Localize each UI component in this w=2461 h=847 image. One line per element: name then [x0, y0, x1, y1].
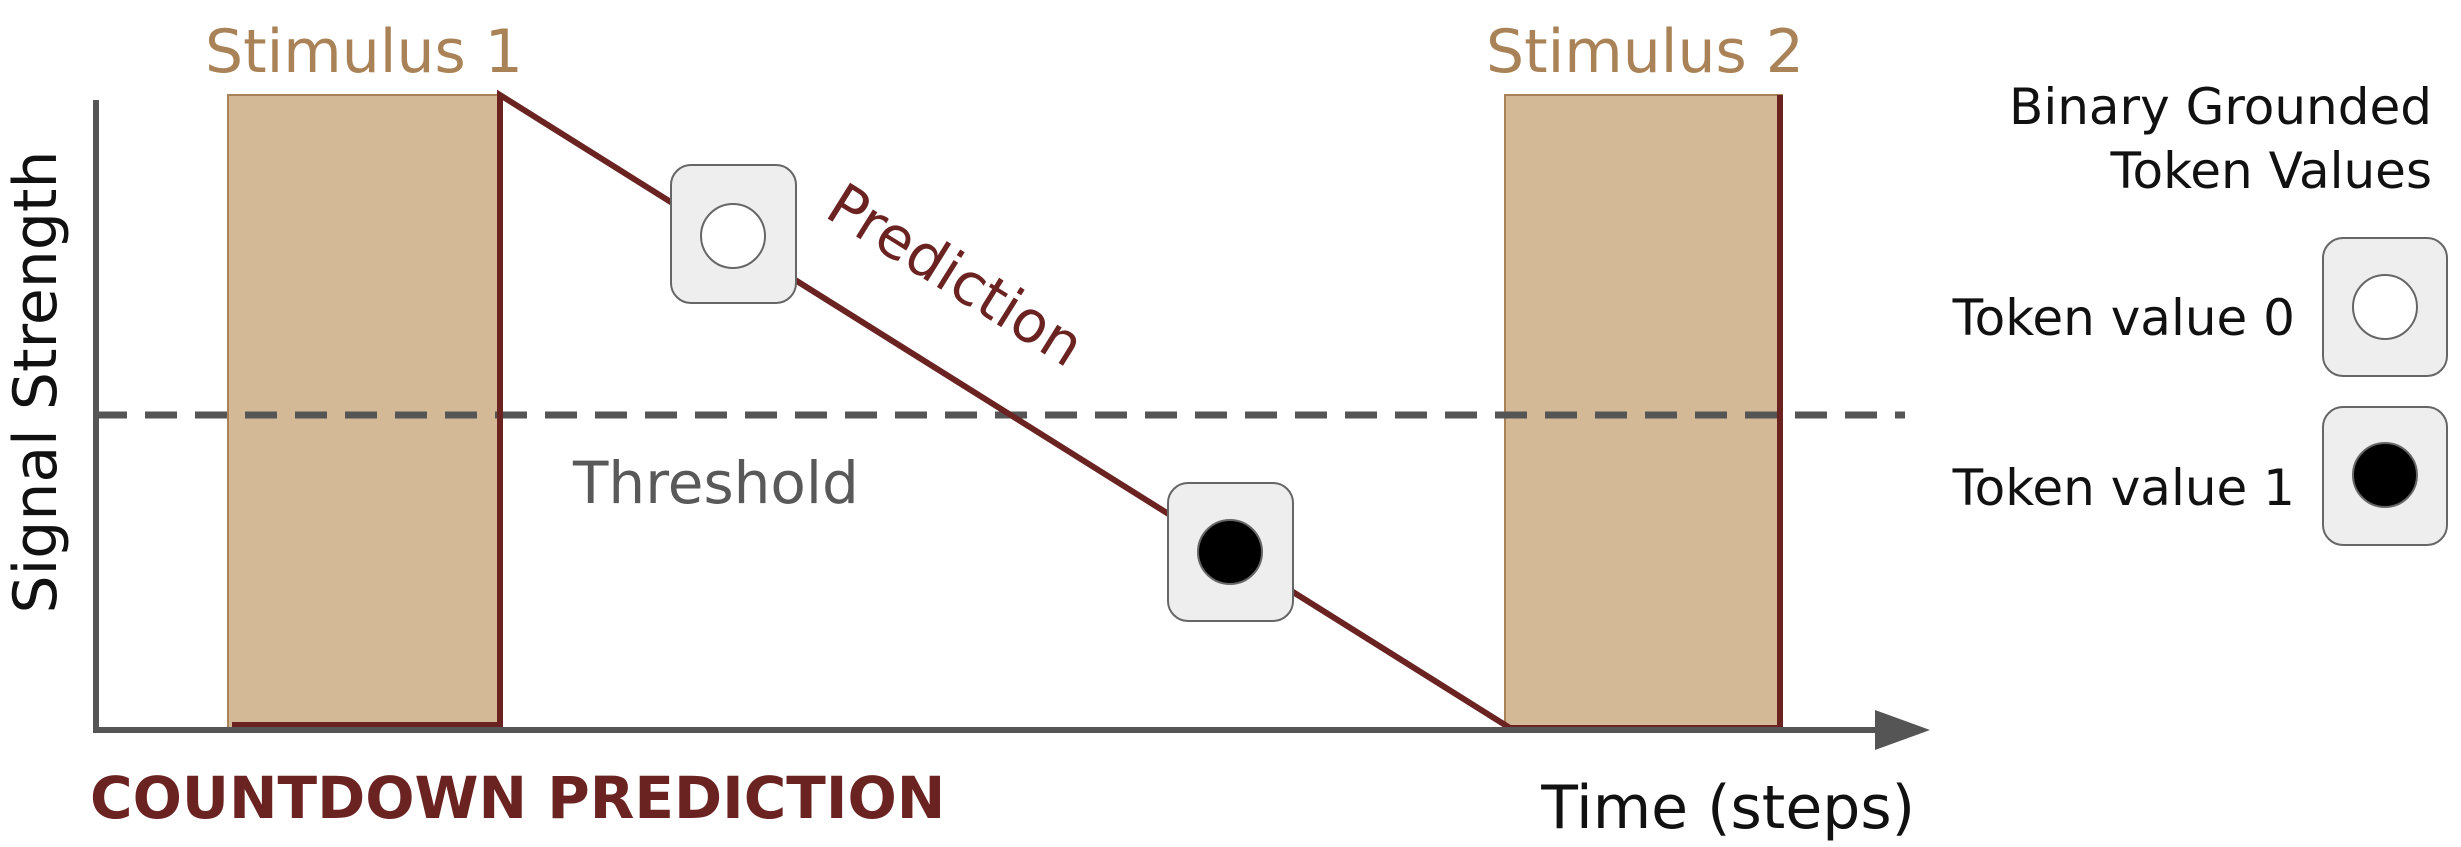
legend-token-0-icon	[2322, 237, 2448, 377]
x-axis-label: Time (steps)	[1540, 773, 1915, 843]
legend-item-label-1: Token value 1	[1952, 459, 2295, 517]
y-axis-label: Signal Strength	[1, 151, 71, 614]
token-value-1-marker	[1167, 482, 1294, 622]
threshold-label: Threshold	[572, 449, 859, 517]
prediction-line	[232, 89, 1783, 731]
prediction-label: Prediction	[815, 170, 1095, 380]
legend-title-line2: Token Values	[2109, 142, 2432, 200]
token-value-0-marker	[670, 164, 797, 304]
legend: Binary Grounded Token Values Token value…	[1952, 78, 2448, 546]
legend-token-1-icon	[2322, 406, 2448, 546]
legend-item-label-0: Token value 0	[1952, 289, 2295, 347]
x-axis-arrowhead	[1875, 710, 1930, 750]
stimulus-2-label: Stimulus 2	[1486, 17, 1804, 87]
stimulus-1-label: Stimulus 1	[205, 17, 523, 87]
legend-title-line1: Binary Grounded	[2009, 78, 2432, 136]
diagram-title: COUNTDOWN PREDICTION	[90, 764, 945, 832]
